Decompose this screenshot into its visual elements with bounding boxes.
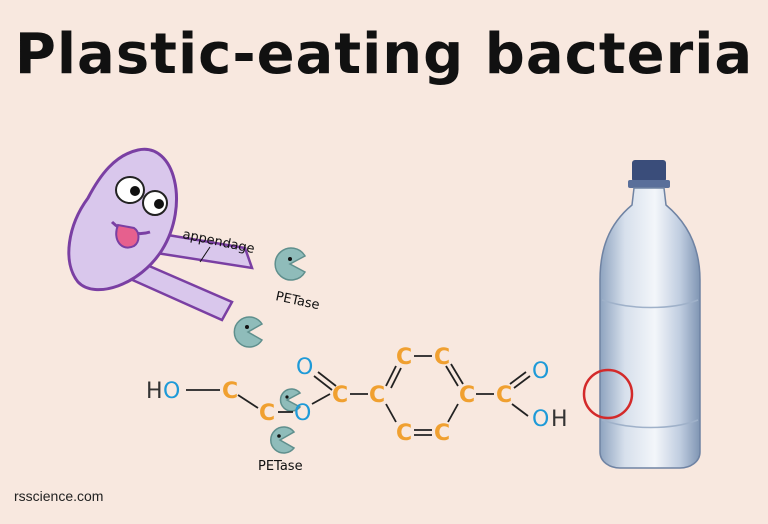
atom-ring-bottom-left: C — [396, 421, 412, 446]
petase-enzyme-1 — [274, 247, 307, 281]
page-title: Plastic-eating bacteria — [14, 22, 754, 87]
tongue — [115, 223, 140, 249]
source-credit: rsscience.com — [14, 488, 104, 504]
eye-left — [115, 176, 145, 204]
highlight-circle — [582, 368, 634, 420]
atom-o-ester: O — [294, 401, 311, 426]
plastic-bottle-icon — [599, 160, 701, 469]
atom-h-acid: H — [551, 407, 568, 432]
bottle-cap — [632, 160, 666, 182]
atom-c1: C — [222, 379, 238, 404]
atom-c2: C — [259, 401, 275, 426]
bacterium-body — [67, 147, 178, 292]
atom-ring-bottom-right: C — [434, 421, 450, 446]
atom-c-acid: C — [496, 383, 512, 408]
atom-ring-top-right: C — [434, 345, 450, 370]
petase-enzyme-icon — [274, 247, 307, 281]
atom-ring-right: C — [459, 383, 475, 408]
bottle-neck-ring — [628, 180, 670, 188]
pet-molecule: H O C C O O C C C C C C C C O O H — [146, 345, 568, 446]
atom-ring-left: C — [369, 383, 385, 408]
pupil-left — [130, 186, 140, 196]
atom-ring-top-left: C — [396, 345, 412, 370]
atom-o-acid-top: O — [532, 359, 549, 384]
molecule-bonds — [186, 355, 531, 436]
petase-label-1: PETase — [274, 289, 321, 313]
atom-o-left: O — [163, 379, 180, 404]
appendage-pointer — [199, 246, 211, 263]
atom-h-left: H — [146, 379, 163, 404]
petase-enzyme-3 — [279, 388, 302, 412]
petase-enzyme-2 — [233, 316, 264, 348]
atom-o-acid-bottom: O — [532, 407, 549, 432]
petase-enzyme-icon — [279, 388, 302, 412]
bottle-body — [599, 187, 701, 469]
petase-enzyme-4 — [270, 426, 296, 454]
pupil-right — [154, 199, 164, 209]
atom-o-carbonyl: O — [296, 355, 313, 380]
petase-enzyme-icon — [270, 426, 296, 454]
petase-label-2: PETase — [258, 459, 303, 474]
atom-c-carbonyl: C — [332, 383, 348, 408]
petase-enzyme-icon — [233, 316, 264, 348]
bacterium-icon — [67, 147, 254, 322]
